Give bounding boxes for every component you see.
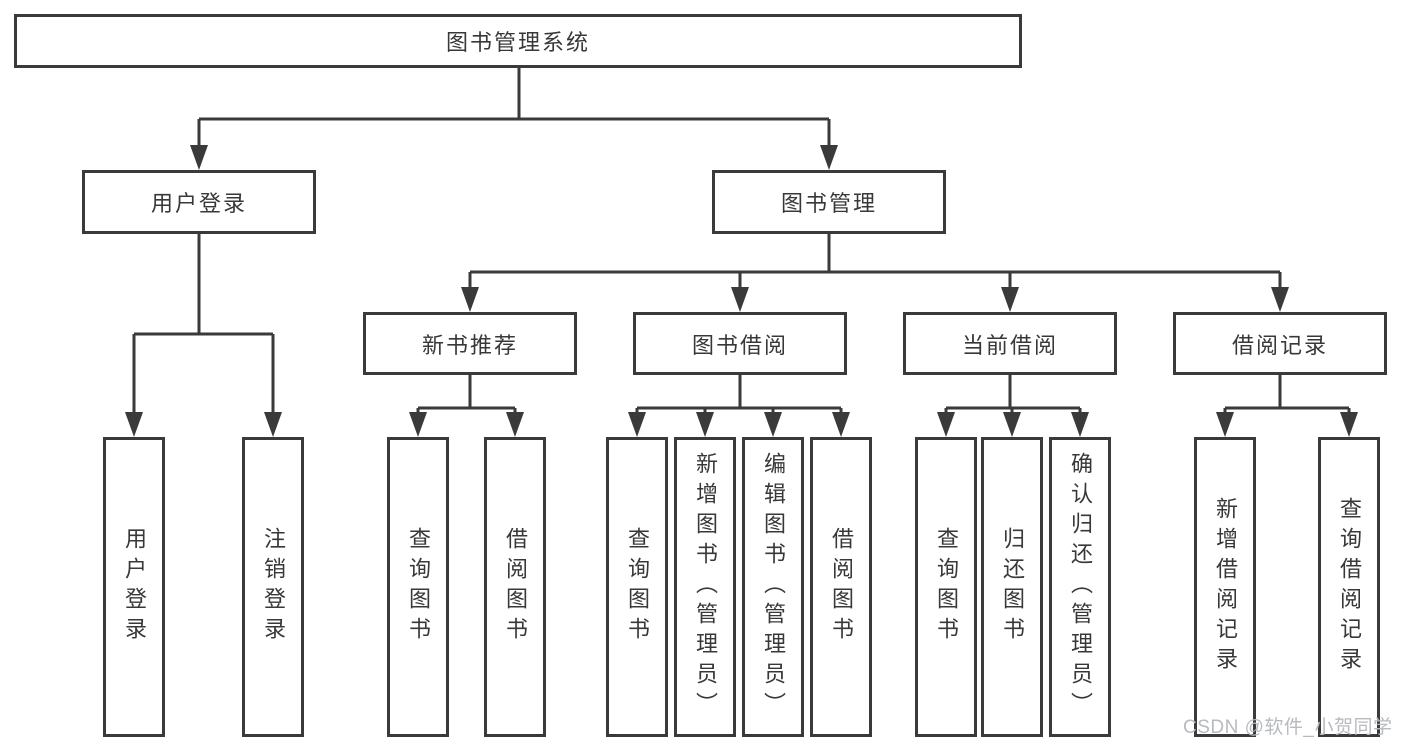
node-user-login: 用户登录	[82, 170, 316, 234]
leaf-query-books: 查询图书	[606, 437, 668, 737]
node-label: 当前借阅	[961, 332, 1058, 358]
node-book-management: 图书管理	[712, 170, 946, 234]
leaf-label: 归还图书	[1000, 527, 1025, 647]
leaf-add-books-admin: 新增图书（管理员）	[674, 437, 736, 737]
leaf-label: 用户登录	[122, 527, 147, 647]
leaf-edit-books-admin: 编辑图书（管理员）	[742, 437, 804, 737]
node-label: 新书推荐	[421, 332, 518, 358]
node-new-book-recommend: 新书推荐	[363, 312, 577, 375]
leaf-label: 查询图书	[406, 527, 431, 647]
node-book-borrow: 图书借阅	[633, 312, 847, 375]
csdn-watermark: CSDN @软件_小贺同学	[1183, 717, 1393, 738]
leaf-label: 借阅图书	[829, 527, 854, 647]
leaf-label: 查询图书	[934, 527, 959, 647]
leaf-add-borrow-record: 新增借阅记录	[1194, 437, 1256, 737]
leaf-query-books-current: 查询图书	[915, 437, 977, 737]
leaf-label: 编辑图书（管理员）	[761, 452, 786, 722]
leaf-logout: 注销登录	[242, 437, 304, 737]
leaf-return-books: 归还图书	[981, 437, 1043, 737]
node-label: 图书管理	[780, 191, 877, 216]
node-borrow-records: 借阅记录	[1173, 312, 1387, 375]
node-root: 图书管理系统	[14, 14, 1022, 68]
node-label: 图书借阅	[691, 332, 788, 358]
node-label: 借阅记录	[1231, 332, 1328, 358]
leaf-query-borrow-record: 查询借阅记录	[1318, 437, 1380, 737]
leaf-confirm-return-admin: 确认归还（管理员）	[1049, 437, 1111, 737]
node-current-borrow: 当前借阅	[903, 312, 1117, 375]
leaf-borrow-books: 借阅图书	[810, 437, 872, 737]
leaf-label: 查询借阅记录	[1337, 497, 1362, 677]
node-label: 用户登录	[150, 191, 247, 216]
leaf-label: 新增图书（管理员）	[693, 452, 718, 722]
leaf-label: 注销登录	[261, 527, 286, 647]
leaf-query-books-recommend: 查询图书	[387, 437, 449, 737]
leaf-label: 确认归还（管理员）	[1068, 452, 1093, 722]
leaf-label: 查询图书	[625, 527, 650, 647]
node-root-label: 图书管理系统	[445, 30, 590, 55]
leaf-label: 借阅图书	[503, 527, 528, 647]
leaf-label: 新增借阅记录	[1213, 497, 1238, 677]
leaf-borrow-books-recommend: 借阅图书	[484, 437, 546, 737]
leaf-user-login: 用户登录	[103, 437, 165, 737]
